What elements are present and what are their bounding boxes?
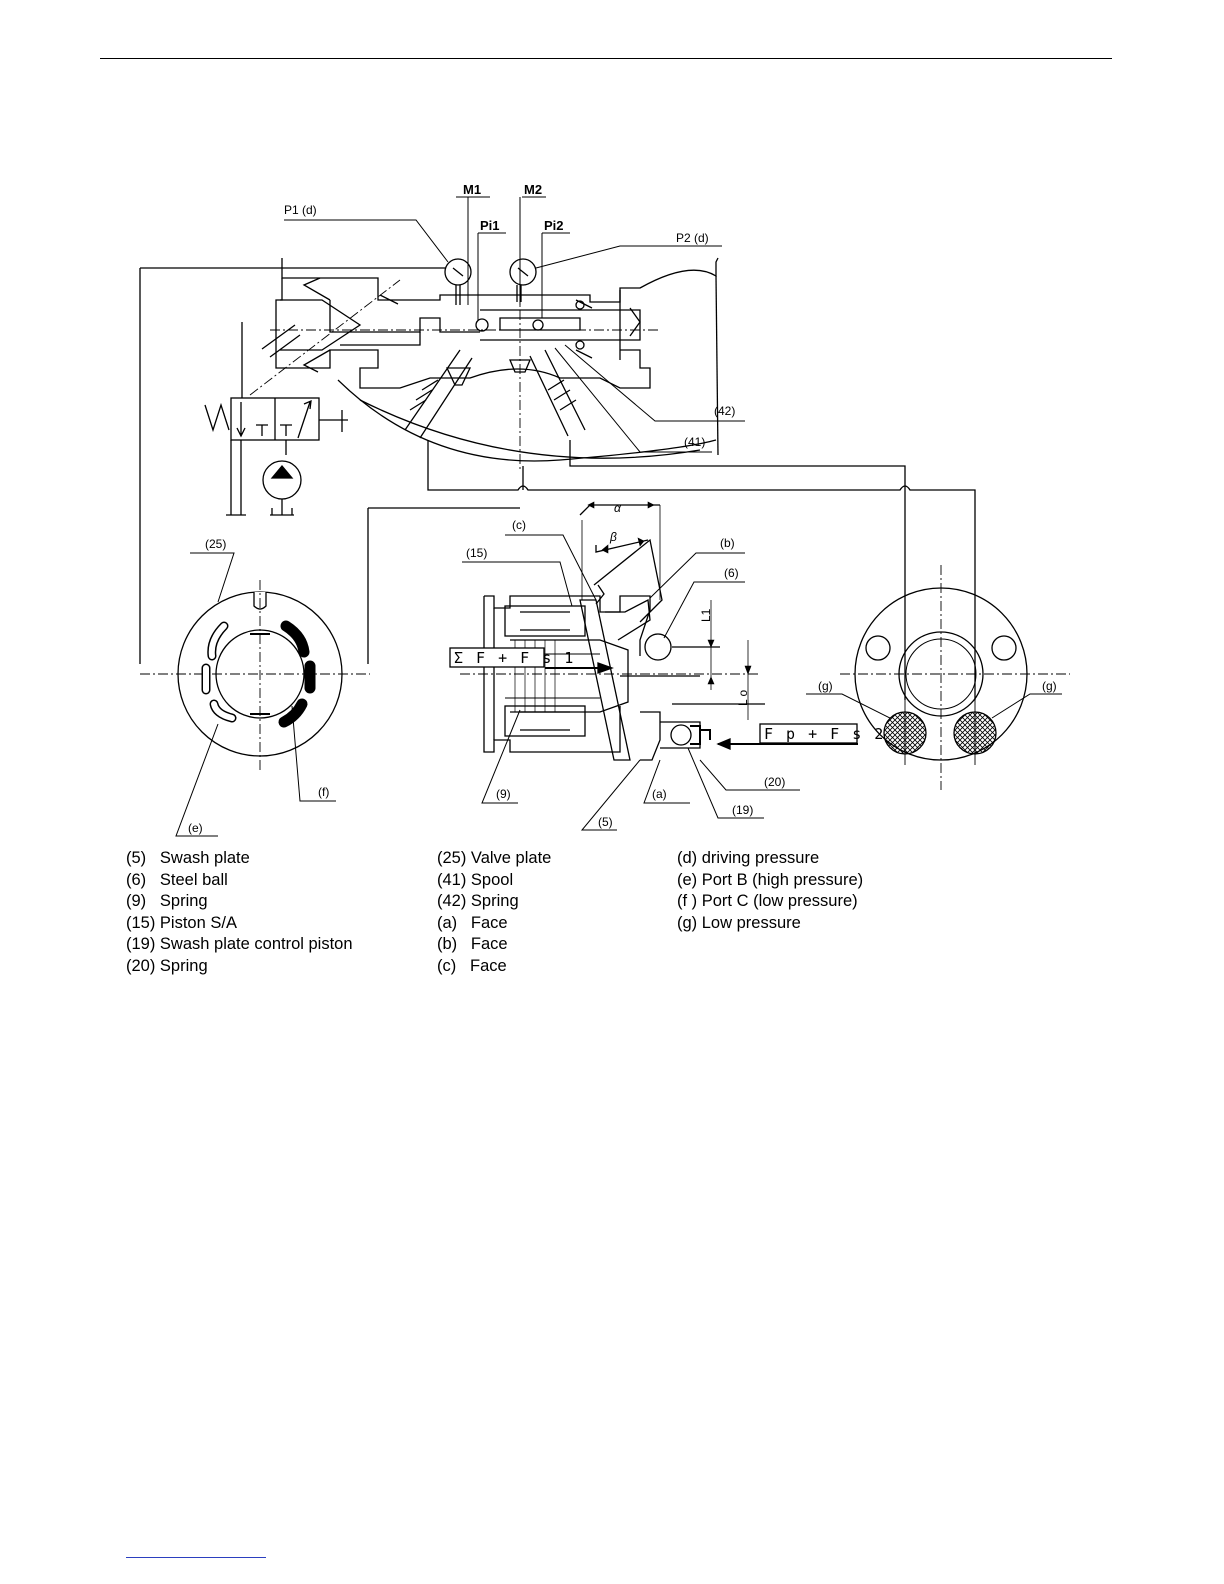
legend-item: (25) Valve plate [437, 849, 552, 867]
label-15: (15) [466, 546, 487, 560]
label-force1: Σ F + F s 1 [454, 649, 575, 667]
label-42: (42) [714, 404, 735, 418]
pipelines [367, 440, 976, 700]
footer-rule [126, 1557, 266, 1558]
label-b: (b) [720, 536, 735, 550]
valve-plate-view [140, 580, 370, 770]
legend-item: (c) Face [437, 956, 507, 975]
label-25: (25) [205, 537, 226, 551]
force2-box [759, 723, 858, 744]
legend-item: (a) Face [437, 913, 508, 932]
label-e: (e) [188, 821, 203, 835]
label-9: (9) [496, 787, 511, 801]
label-pi2: Pi2 [544, 218, 564, 233]
legend-item: (15) Piston S/A [126, 913, 237, 932]
port-face-view [840, 565, 1070, 790]
hydraulic-motor-diagram: P1 (d) M1 M2 Pi1 Pi2 P2 (d) (42) (41) (2… [139, 182, 1070, 837]
legend-item: (d) driving pressure [677, 849, 820, 867]
label-6: (6) [724, 566, 739, 580]
label-m1: M1 [463, 182, 481, 197]
leader-lines [175, 196, 1062, 837]
header-rule [100, 58, 1112, 59]
force1-box [449, 647, 545, 668]
label-41: (41) [684, 435, 705, 449]
legend-item: (b) Face [437, 935, 508, 954]
legend-item: (f ) Port C (low pressure) [677, 892, 858, 911]
legend-item: (20) Spring [126, 956, 208, 975]
label-a: (a) [652, 787, 667, 801]
label-alpha: α [614, 501, 622, 515]
label-g-left: (g) [818, 679, 833, 693]
legend-column-1: (5) Swash plate (6) Steel ball (9) Sprin… [126, 848, 353, 978]
label-19: (19) [732, 803, 753, 817]
label-pi1: Pi1 [480, 218, 500, 233]
label-c: (c) [512, 518, 526, 532]
label-5: (5) [598, 815, 613, 829]
legend-item: (41) Spool [437, 870, 514, 889]
label-l1: L1 [699, 608, 713, 622]
legend-item: (42) Spring [437, 892, 519, 911]
legend-item: (5) Swash plate [126, 849, 250, 867]
motor-cross-section [460, 501, 858, 761]
label-lo: L o [736, 689, 750, 706]
label-20: (20) [764, 775, 785, 789]
legend-column-2: (25) Valve plate (41) Spool (42) Spring … [437, 848, 551, 978]
label-force2: F p + F s 2 [764, 725, 885, 743]
legend-item: (g) Low pressure [677, 913, 801, 932]
legend-column-3: (d) driving pressure (e) Port B (high pr… [677, 848, 863, 934]
label-p2: P2 (d) [676, 231, 709, 245]
directional-valve-symbol [139, 267, 445, 664]
label-p1: P1 (d) [284, 203, 317, 217]
label-f: (f) [318, 785, 329, 799]
legend-item: (19) Swash plate control piston [126, 935, 353, 954]
label-g-right: (g) [1042, 679, 1057, 693]
label-m2: M2 [524, 182, 542, 197]
valve-body-section [249, 220, 719, 470]
label-beta: β [609, 530, 617, 544]
legend-item: (9) Spring [126, 892, 208, 911]
legend-item: (6) Steel ball [126, 870, 228, 889]
legend-item: (e) Port B (high pressure) [677, 870, 864, 889]
diagram-labels: P1 (d) M1 M2 Pi1 Pi2 P2 (d) (42) (41) (2… [188, 182, 1057, 835]
